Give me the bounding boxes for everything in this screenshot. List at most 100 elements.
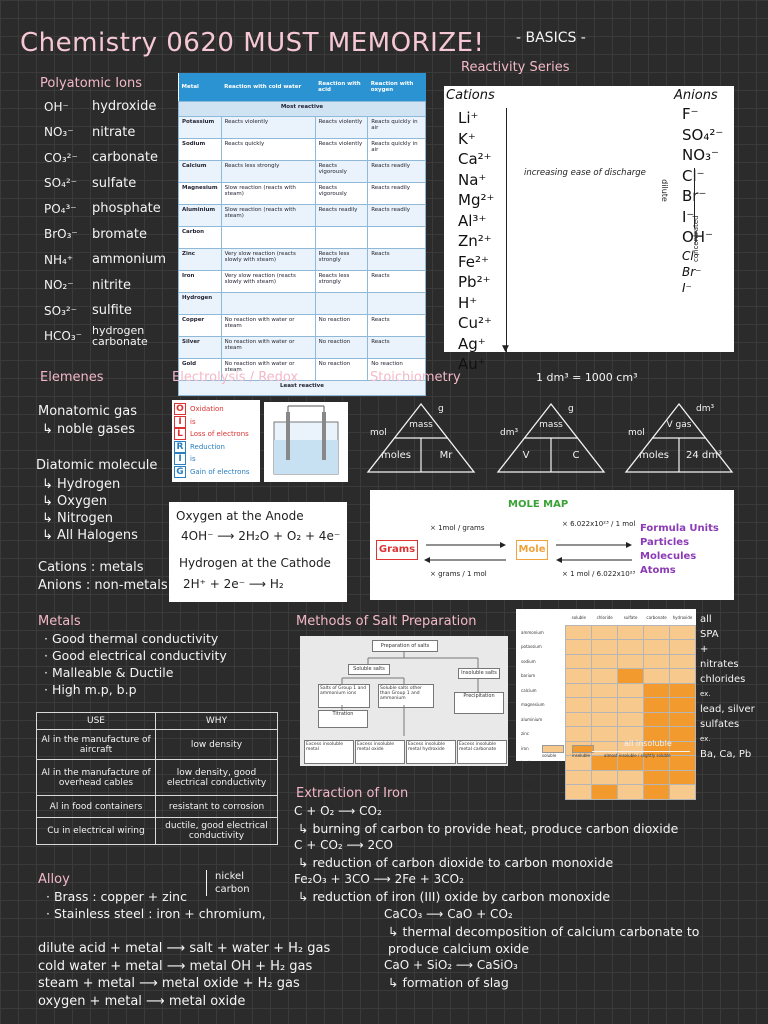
solubility-cell — [565, 769, 593, 785]
cation-item: Li⁺ — [458, 109, 479, 127]
stoichiometry-heading: Stoichiometry — [370, 370, 461, 385]
solubility-row-label: zinc — [521, 731, 529, 737]
anion-item: NO₃⁻ — [682, 146, 719, 164]
cations-label: Cations — [446, 88, 495, 103]
steel-component: carbon — [215, 884, 250, 895]
mole-box: Mole — [516, 540, 548, 560]
oilrig-text: is — [190, 455, 196, 464]
solubility-col-header: hydroxide — [672, 615, 693, 621]
anion-item: F⁻ — [682, 105, 699, 123]
anode-equation: 4OH⁻ ⟶ 2H₂O + O₂ + 4e⁻ — [181, 529, 341, 543]
key-soluble-swatch — [542, 745, 564, 753]
polyatomic-item: SO₄²⁻sulfate — [44, 171, 166, 197]
anion-list: F⁻SO₄²⁻NO₃⁻Cl⁻Br⁻I⁻OH⁻Cl⁻Br⁻I⁻ — [682, 104, 723, 296]
side-note: ex. — [700, 690, 711, 698]
equation-note: ↳ reduction of carbon dioxide to carbon … — [298, 855, 614, 870]
metal-reactions: dilute acid + metal ⟶ salt + water + H₂ … — [38, 940, 330, 1010]
diatomic-item: ↳ All Halogens — [42, 528, 138, 543]
discharge-note: increasing ease of discharge — [524, 168, 646, 178]
reactivity-cell: Slow reaction (reacts with steam) — [220, 182, 316, 205]
solubility-cell — [591, 726, 619, 742]
monatomic-label: Monatomic gas — [38, 404, 137, 419]
why-cell: low density — [155, 729, 278, 760]
key-insoluble: insoluble — [572, 753, 590, 758]
solubility-cell — [617, 639, 645, 655]
polyatomic-item: NH₄⁺ammonium — [44, 247, 166, 273]
solubility-cell — [669, 668, 696, 684]
solubility-cell — [643, 624, 670, 640]
solubility-cell — [669, 697, 696, 713]
salt-prep-flowchart: Preparation of salts Soluble salts Insol… — [300, 636, 508, 766]
least-reactive-label: Least reactive — [178, 380, 426, 396]
reactivity-cell: Magnesium — [178, 182, 222, 205]
key-soluble: soluble — [542, 753, 557, 758]
metal-reaction: cold water + metal ⟶ metal OH + H₂ gas — [38, 958, 313, 974]
chemical-equation: C + O₂ ⟶ CO₂ — [294, 804, 382, 818]
group1-box: Salts of Group 1 and ammonium ions — [318, 684, 370, 708]
cation-list: Li⁺K⁺Ca²⁺Na⁺Mg²⁺Al³⁺Zn²⁺Fe²⁺Pb²⁺H⁺Cu²⁺Ag… — [458, 108, 494, 375]
polyatomic-name: nitrate — [92, 124, 136, 140]
mm-bottom-left: × grams / 1 mol — [430, 570, 487, 578]
triangle-outline — [496, 402, 606, 473]
reactivity-cell: Reacts — [367, 270, 426, 293]
triangle-top: mass — [539, 420, 563, 430]
equation-note: ↳ formation of slag — [388, 975, 509, 990]
most-reactive-row: Most reactive — [178, 101, 426, 117]
solubility-cell — [643, 726, 670, 742]
cation-item: Pb²⁺ — [458, 273, 491, 291]
mole-map-target: Molecules — [640, 551, 697, 562]
use-cell: Cu in electrical wiring — [36, 817, 156, 845]
oilrig-text: Gain of electrons — [190, 467, 250, 476]
solubility-cell — [565, 726, 593, 742]
solubility-cell — [617, 711, 645, 727]
reactivity-header: Reaction with cold water — [221, 73, 316, 102]
solubility-cell — [669, 784, 696, 800]
solubility-row: potassium — [520, 639, 696, 655]
anion-item: OH⁻ — [682, 228, 714, 246]
anion-item: Br⁻ — [682, 186, 723, 207]
solubility-cell — [565, 711, 593, 727]
reactivity-cell: Calcium — [178, 160, 222, 183]
reactivity-cell: Very slow reaction (reacts slowly with s… — [220, 270, 316, 293]
mole-map-target: Particles — [640, 537, 690, 548]
side-note: all — [700, 614, 712, 625]
reactivity-cell: Reacts readily — [367, 204, 426, 227]
polyatomic-name: bromate — [92, 226, 147, 242]
solubility-row: copper — [520, 769, 696, 785]
cation-item: Ca²⁺ — [458, 150, 492, 168]
metal-reaction: steam + metal ⟶ metal oxide + H₂ gas — [38, 976, 300, 991]
solubility-cell — [669, 624, 696, 640]
grams-box: Grams — [376, 540, 418, 560]
solubility-cell — [643, 784, 670, 800]
solubility-cell — [669, 653, 696, 669]
polyatomic-item: OH⁻hydroxide — [44, 94, 166, 120]
cation-item: Al³⁺ — [458, 211, 487, 230]
solubility-cell — [591, 639, 619, 655]
equation-note: ↳ burning of carbon to provide heat, pro… — [298, 821, 679, 836]
reactivity-cell: Reacts less strongly — [314, 248, 369, 271]
all-insoluble-brace — [592, 751, 690, 752]
triangle-right: 24 dm³ — [685, 450, 722, 461]
solubility-row-label: copper — [521, 774, 535, 780]
solubility-cell — [617, 624, 645, 640]
flowchart-lines — [341, 651, 479, 736]
equation-note: ↳ thermal decomposition of calcium carbo… — [388, 924, 700, 939]
solubility-cell — [591, 711, 619, 727]
solubility-cell — [565, 784, 593, 800]
polyatomic-formula: PO₄³⁻ — [44, 201, 77, 216]
polyatomic-formula: CO₃²⁻ — [44, 150, 78, 165]
polyatomic-formula: NH₄⁺ — [44, 252, 74, 267]
solubility-cell — [643, 755, 670, 771]
chemical-equation: CaCO₃ ⟶ CaO + CO₂ — [384, 907, 513, 921]
solubility-cell — [591, 755, 619, 771]
reactivity-cell: Reacts quickly — [220, 138, 316, 161]
reactivity-cell: No reaction — [314, 314, 369, 337]
